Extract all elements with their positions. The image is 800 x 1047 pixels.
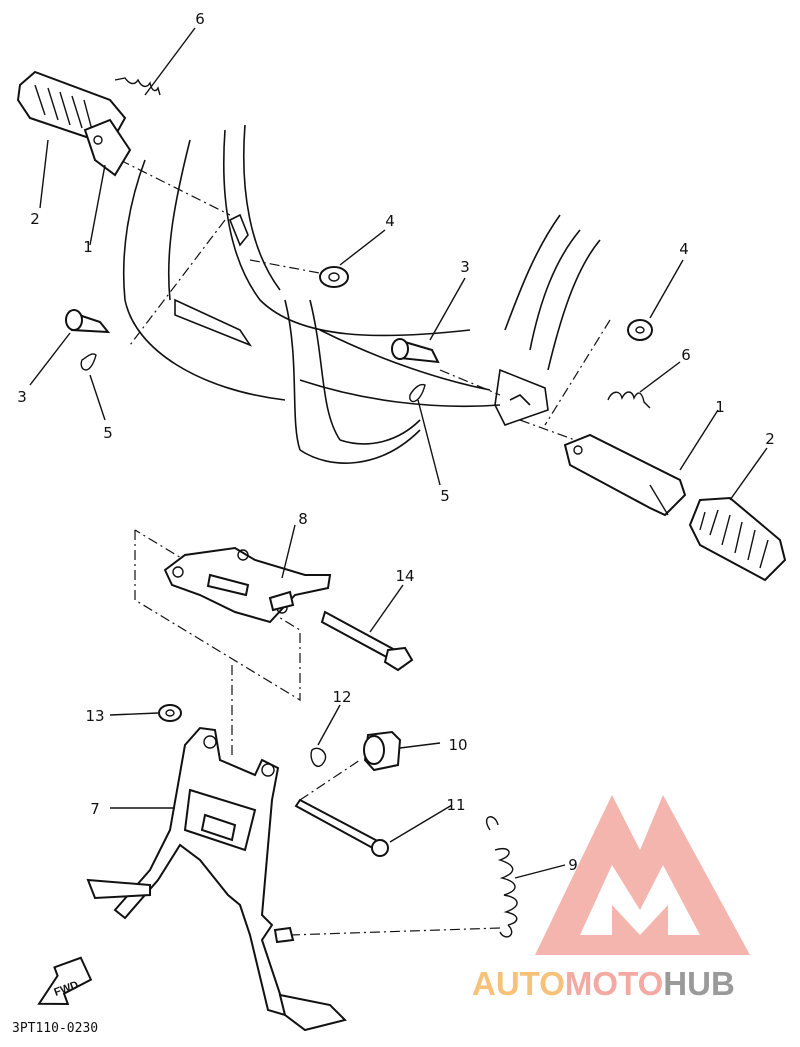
stand-bracket	[163, 546, 332, 624]
label-l1: 1	[83, 238, 93, 256]
label-l3: 3	[17, 388, 27, 406]
watermark-part1: AUTO	[472, 965, 565, 1002]
right-cotter-pin	[409, 383, 426, 403]
left-cotter-pin	[80, 353, 97, 371]
stand-bolt	[320, 610, 414, 672]
right-footrest-rubber	[688, 496, 787, 582]
right-washer	[627, 319, 653, 341]
label-p14: 14	[395, 567, 414, 585]
label-p12: 12	[332, 688, 351, 706]
label-p9: 9	[568, 856, 578, 874]
label-r3: 3	[460, 258, 470, 276]
stand-nut	[158, 704, 182, 722]
label-r1: 1	[715, 398, 725, 416]
watermark-text: AUTOMOTOHUB	[472, 965, 735, 1002]
label-r2: 2	[765, 430, 775, 448]
center-stand	[86, 726, 347, 1032]
stand-stopper	[363, 730, 402, 772]
label-p13: 13	[85, 707, 104, 725]
label-p8: 8	[298, 510, 308, 528]
connector-lines	[119, 159, 611, 936]
label-l6: 6	[195, 10, 205, 28]
label-l5: 5	[103, 424, 113, 442]
label-l4: 4	[385, 212, 395, 230]
label-p7: 7	[90, 800, 100, 818]
left-washer	[319, 266, 349, 288]
stand-shaft	[294, 798, 389, 857]
left-spring	[114, 77, 161, 96]
right-spring	[607, 391, 651, 409]
frame-structure	[122, 124, 601, 464]
label-p11: 11	[446, 796, 465, 814]
return-spring	[485, 816, 518, 938]
label-l2: 2	[30, 210, 40, 228]
watermark-logo	[535, 795, 750, 955]
part-labels: 6 2 1 4 3 5 3 5 4 6 1 2 8 14 13 12 10 7 …	[17, 10, 775, 874]
diagram-code: 3PT110-0230	[12, 1021, 98, 1036]
label-p10: 10	[448, 736, 467, 754]
leader-lines	[29, 27, 768, 879]
watermark-part2: MOTO	[565, 965, 663, 1002]
stand-clip	[310, 747, 327, 767]
label-r5: 5	[440, 487, 450, 505]
label-r6: 6	[681, 346, 691, 364]
watermark-part3: HUB	[663, 965, 735, 1002]
left-footrest-bracket	[83, 118, 132, 177]
left-pin	[65, 309, 111, 334]
right-footrest-bracket	[563, 433, 687, 517]
label-r4: 4	[679, 240, 689, 258]
fwd-arrow-icon: FWD	[37, 956, 93, 1005]
right-pin	[391, 338, 440, 364]
